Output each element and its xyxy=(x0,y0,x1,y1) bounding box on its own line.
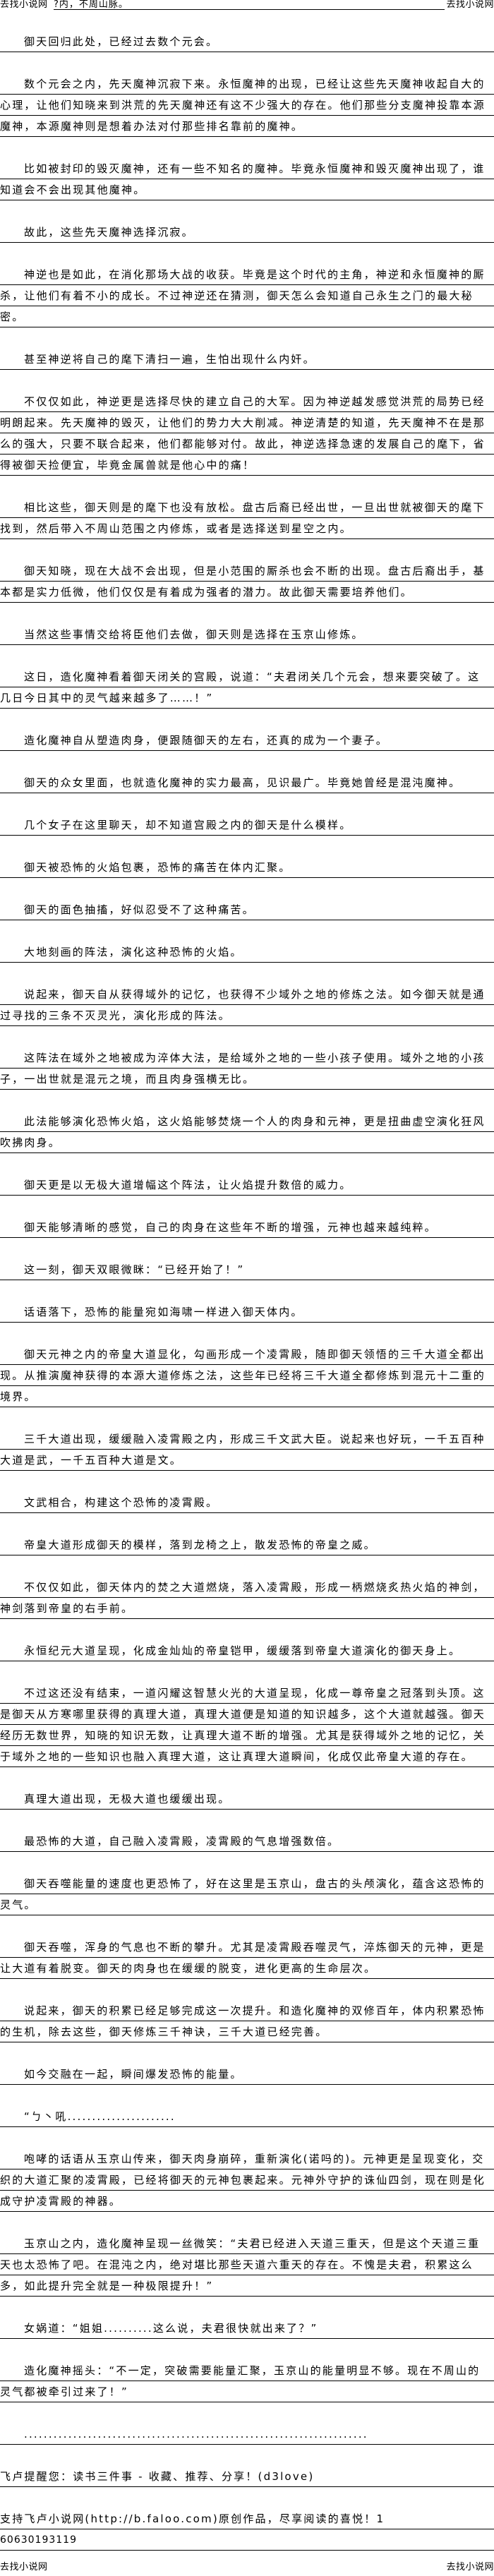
paragraph: 咆哮的话语从玉京山传来，御天肉身崩碎，重新演化(诺吗的)。元神更是呈现变化，交织… xyxy=(0,2148,494,2212)
paragraph: 御天更是以无极大道增幅这个阵法，让火焰提升数倍的威力。 xyxy=(0,1174,494,1196)
paragraph: 如今交融在一起，瞬间爆发恐怖的能量。 xyxy=(0,2064,494,2085)
paragraph: 御天知晓，现在大战不会出现，但是小范围的厮杀也会不断的出现。盘古后裔出手，基本都… xyxy=(0,560,494,603)
chapter-code: 60630193119 xyxy=(0,2529,494,2551)
paragraph: 说起来，御天自从获得域外的记忆，也获得不少域外之地的修炼之法。如今御天就是通过寻… xyxy=(0,984,494,1026)
paragraph: 女娲道：“姐姐..........这么说，夫君很快就出来了？” xyxy=(0,2318,494,2339)
paragraph: 大地刻画的阵法，演化这种恐怖的火焰。 xyxy=(0,941,494,963)
page-header: 去找小说网 ?内，不周山脉。 去找小说网 xyxy=(0,0,494,10)
site-name-right[interactable]: 去找小说网 xyxy=(446,2562,494,2572)
paragraph: 这阵法在域外之地被成为淬体大法，是给域外之地的一些小孩子使用。域外之地的小孩子，… xyxy=(0,1047,494,1090)
paragraph: 御天被恐怖的火焰包裹，恐怖的痛苦在体内汇聚。 xyxy=(0,857,494,878)
paragraph: 御天元神之内的帝皇大道显化，勾画形成一个凌霄殿，随即御天领悟的三千大道全都出现。… xyxy=(0,1344,494,1407)
paragraph: 话语落下，恐怖的能量宛如海啸一样进入御天体内。 xyxy=(0,1301,494,1323)
paragraph: 几个女子在这里聊天，却不知道宫殿之内的御天是什么模样。 xyxy=(0,814,494,836)
chapter-title: ?内，不周山脉。 xyxy=(54,0,445,10)
paragraph: 不仅仅如此，神逆更是选择尽快的建立自己的大军。因为神逆越发感觉洪荒的局势已经明朗… xyxy=(0,391,494,476)
page-footer: 去找小说网 去找小说网 xyxy=(0,2551,494,2576)
paragraph: 故此，这些先天魔神选择沉寂。 xyxy=(0,222,494,243)
paragraph: 数个元会之内，先天魔神沉寂下来。永恒魔神的出现，已经让这些先天魔神收起自大的心理… xyxy=(0,73,494,137)
paragraph: 这日，造化魔神看着御天闭关的宫殿，说道：“夫君闭关几个元会，想来要突破了。这几日… xyxy=(0,666,494,709)
paragraph: 当然这些事情交给将臣他们去做，御天则是选择在玉京山修炼。 xyxy=(0,624,494,645)
paragraph: 不过这还没有结束，一道闪耀这智慧火光的大道呈现，化成一尊帝皇之冠落到头顶。这是御… xyxy=(0,1683,494,1767)
chapter-body: 御天回归此处，已经过去数个元会。数个元会之内，先天魔神沉寂下来。永恒魔神的出现，… xyxy=(0,31,494,2529)
paragraph: 造化魔神摇头：“不一定，突破需要能量汇聚，玉京山的能量明显不够。现在不周山的灵气… xyxy=(0,2360,494,2402)
paragraph: 最恐怖的大道，自己融入凌霄殿，凌霄殿的气息增强数倍。 xyxy=(0,1831,494,1852)
support-note: 支持飞卢小说网(http://b.faloo.com)原创作品，尽享阅读的喜悦！… xyxy=(0,2508,494,2529)
paragraph: 三千大道出现，缓缓融入凌霄殿之内，形成三千文武大臣。说起来也好玩，一千五百种大道… xyxy=(0,1428,494,1471)
paragraph: 御天吞噬，浑身的气息也不断的攀升。尤其是凌霄殿吞噬灵气，淬炼御天的元神，更是让大… xyxy=(0,1937,494,1979)
reminder-note: 飞卢提醒您：读书三件事 - 收藏、推荐、分享！(d3love) xyxy=(0,2466,494,2487)
paragraph: ........................................… xyxy=(0,2424,494,2445)
paragraph: 御天回归此处，已经过去数个元会。 xyxy=(0,31,494,52)
paragraph: 御天吞噬能量的速度也更恐怖了，好在这里是玉京山，盘古的头颅演化，蕴含这恐怖的灵气… xyxy=(0,1873,494,1915)
site-name-right[interactable]: 去找小说网 xyxy=(446,0,494,10)
paragraph: 御天能够清晰的感觉，自己的肉身在这些年不断的增强，元神也越来越纯粹。 xyxy=(0,1217,494,1238)
paragraph: 御天的面色抽搐，好似忍受不了这种痛苦。 xyxy=(0,899,494,920)
paragraph: 甚至神逆将自己的麾下清扫一遍，生怕出现什么内奸。 xyxy=(0,349,494,370)
paragraph: 神逆也是如此，在消化那场大战的收获。毕竟是这个时代的主角，神逆和永恒魔神的厮杀，… xyxy=(0,264,494,327)
paragraph: 造化魔神自从塑造肉身，便跟随御天的左右，还真的成为一个妻子。 xyxy=(0,730,494,751)
paragraph: 御天的众女里面，也就造化魔神的实力最高，见识最广。毕竟她曾经是混沌魔神。 xyxy=(0,772,494,793)
paragraph: 此法能够演化恐怖火焰，这火焰能够焚烧一个人的肉身和元神，更是扭曲虚空演化狂风吹拂… xyxy=(0,1111,494,1153)
paragraph: 不仅仅如此，御天体内的焚之大道燃烧，落入凌霄殿，形成一柄燃烧炙热火焰的神剑，神剑… xyxy=(0,1577,494,1619)
paragraph: 相比这些，御天则是的麾下也没有放松。盘古后裔已经出世，一旦出世就被御天的麾下找到… xyxy=(0,497,494,539)
paragraph: 帝皇大道形成御天的模样，落到龙椅之上，散发恐怖的帝皇之威。 xyxy=(0,1534,494,1555)
paragraph: “ㄅ丶吼...................... xyxy=(0,2106,494,2127)
paragraph: 这一刻，御天双眼微眯：“已经开始了！” xyxy=(0,1259,494,1280)
paragraph: 玉京山之内，造化魔神呈现一丝微笑：“夫君已经进入天道三重天，但是这个天道三重天也… xyxy=(0,2233,494,2297)
paragraph: 永恒纪元大道呈现，化成金灿灿的帝皇铠甲，缓缓落到帝皇大道演化的御天身上。 xyxy=(0,1640,494,1661)
paragraph: 文武相合，构建这个恐怖的凌霄殿。 xyxy=(0,1492,494,1513)
site-name-left[interactable]: 去找小说网 xyxy=(0,2562,48,2572)
paragraph: 真理大道出现，无极大道也缓缓出现。 xyxy=(0,1788,494,1810)
paragraph: 比如被封印的毁灭魔神，还有一些不知名的魔神。毕竟永恒魔神和毁灭魔神出现了，谁知道… xyxy=(0,158,494,200)
paragraph: 说起来，御天的积累已经足够完成这一次提升。和造化魔神的双修百年，体内积累恐怖的生… xyxy=(0,2000,494,2042)
site-name-left[interactable]: 去找小说网 xyxy=(0,0,48,10)
